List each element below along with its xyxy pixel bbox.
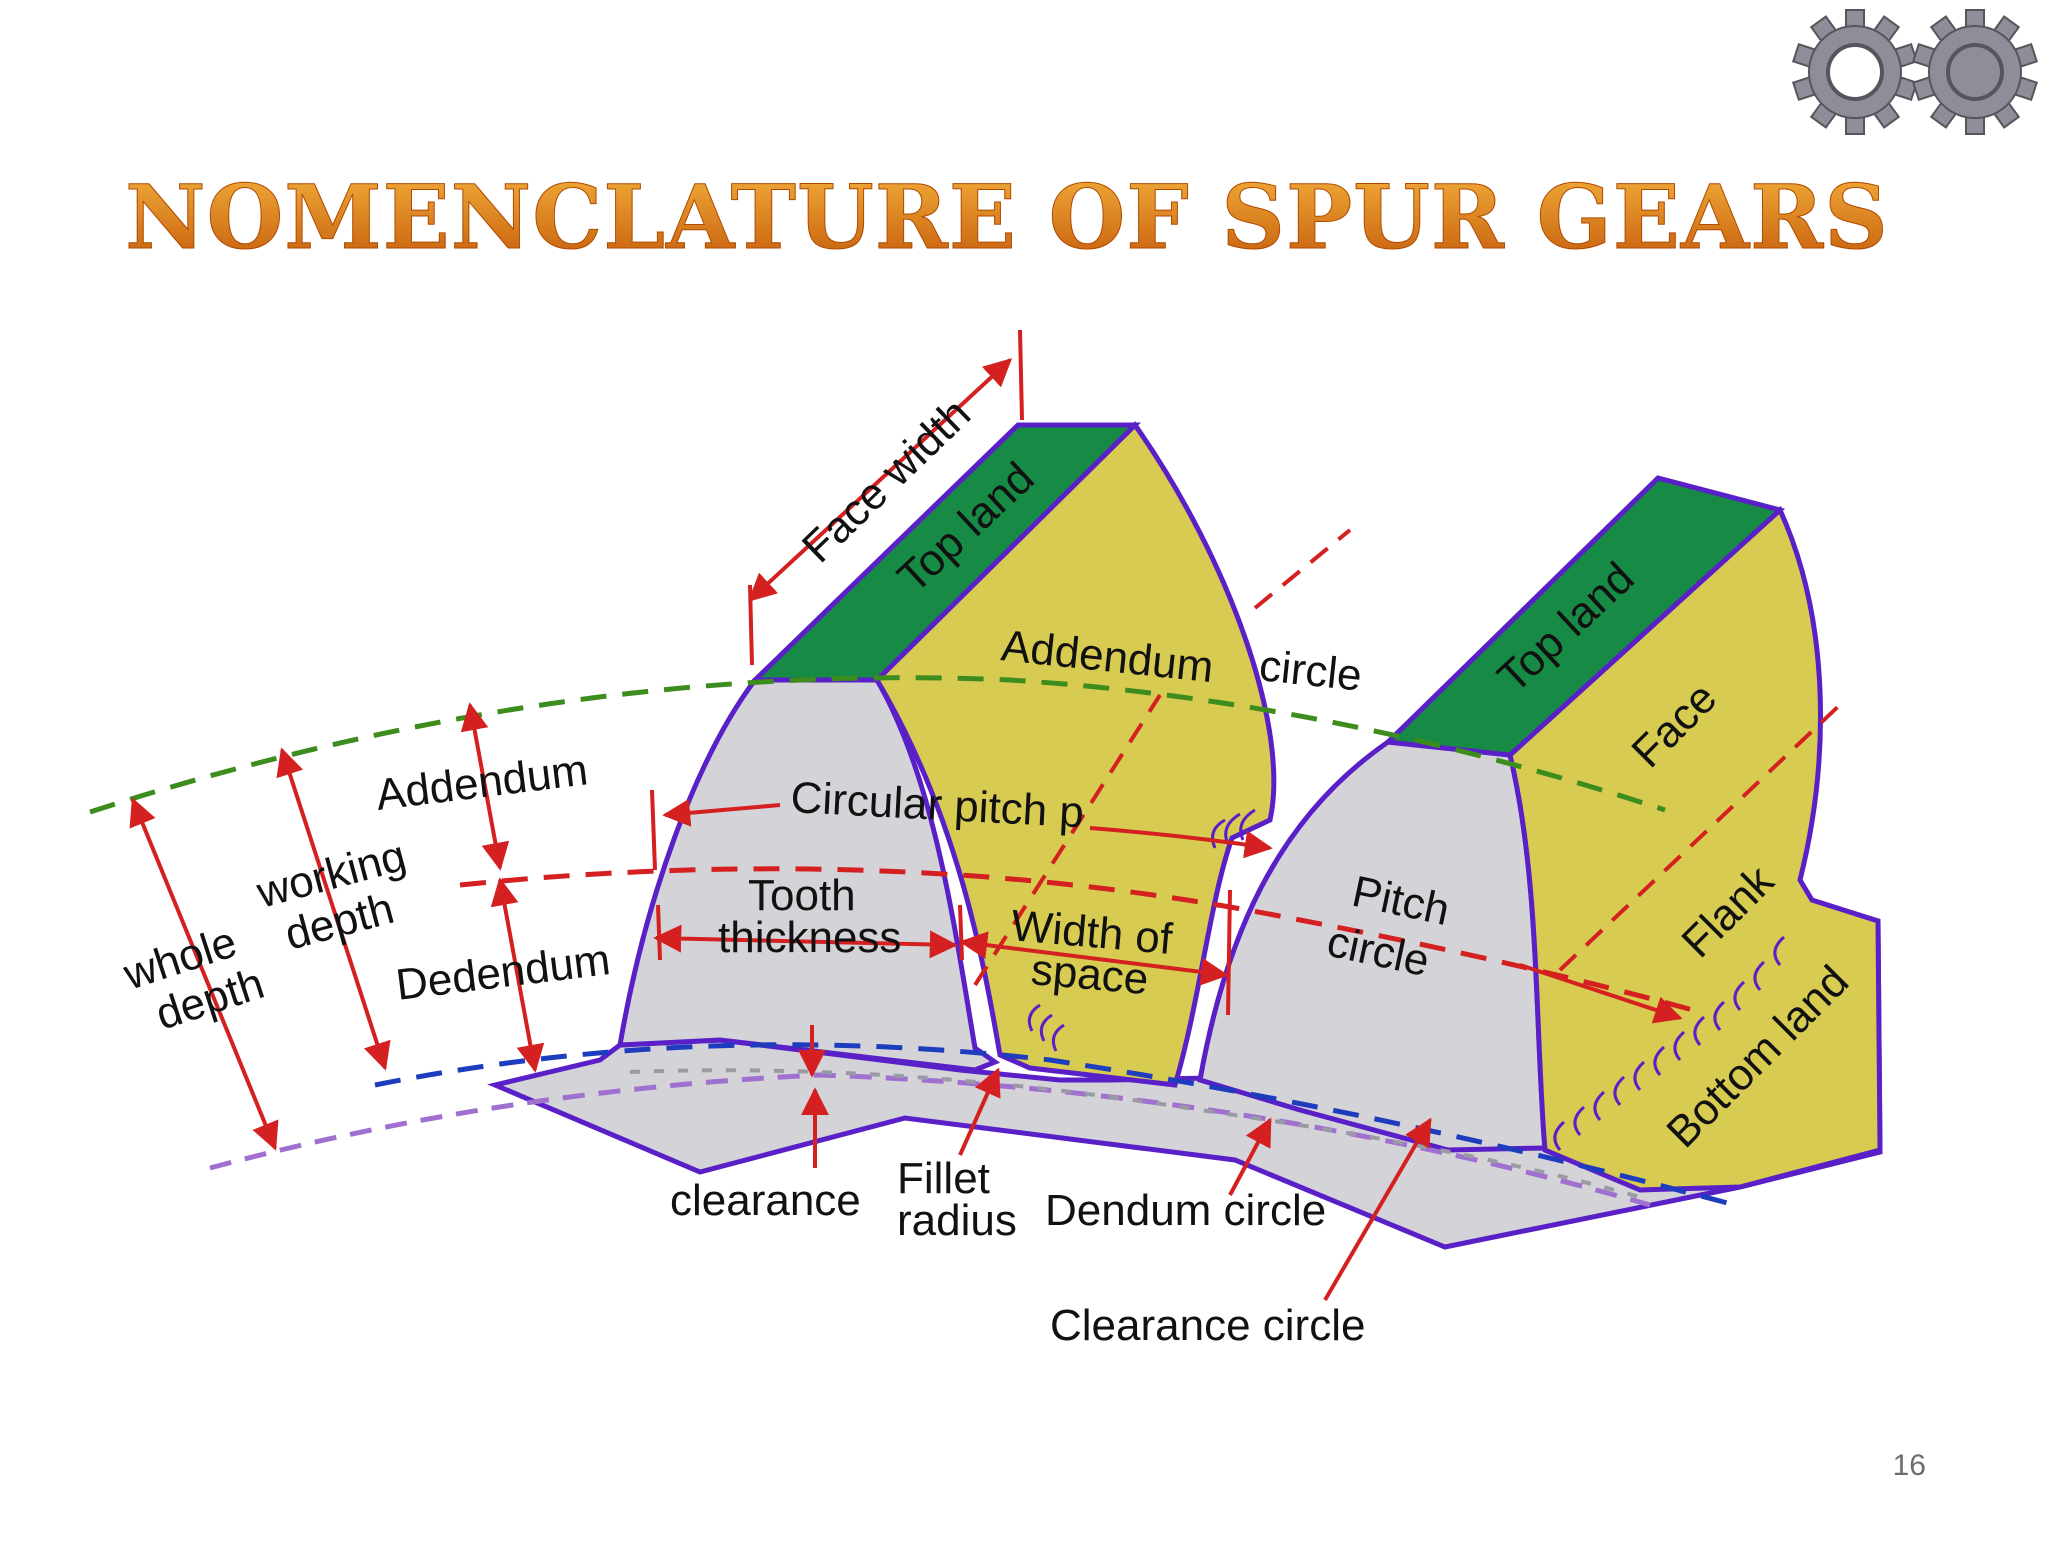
helper-line xyxy=(1253,528,1352,610)
clearance-circle xyxy=(209,1072,1651,1208)
page-number: 16 xyxy=(1893,1449,1926,1482)
label-dedendum: Dedendum xyxy=(393,935,613,1010)
addendum-circle xyxy=(89,675,1666,815)
gear-icon xyxy=(1791,9,1919,135)
label-width-of-space-b: space xyxy=(1029,945,1150,1004)
tooth-left-flank xyxy=(617,677,1001,1073)
fillet-radius-arrow xyxy=(958,1067,1001,1156)
fillet-marks xyxy=(1027,808,1786,1151)
circular-pitch-arrow xyxy=(662,798,781,827)
label-fillet-radius-a: Fillet xyxy=(897,1154,990,1203)
width-of-space-arrow xyxy=(959,931,1229,986)
dedendum-arrow xyxy=(490,877,545,1073)
label-clearance: clearance xyxy=(670,1176,861,1225)
tick xyxy=(958,904,964,961)
label-addendum-circle-b: circle xyxy=(1257,641,1364,700)
label-fillet-radius-b: radius xyxy=(897,1196,1017,1245)
gear-icon xyxy=(1911,9,2039,135)
label-tooth-thickness-b: thickness xyxy=(718,913,901,962)
helper-line xyxy=(1558,698,1847,972)
dendum-circle-arrow xyxy=(1228,1117,1272,1196)
tooth-right-face xyxy=(1507,505,1883,1193)
label-addendum: Addendum xyxy=(373,745,590,820)
label-tooth-thickness-a: Tooth xyxy=(748,871,856,920)
tick xyxy=(1226,889,1232,1016)
tooth-thickness-arrow xyxy=(653,924,958,959)
page-title: NOMENCLATURE OF SPUR GEARS xyxy=(125,165,1889,269)
dimension-arrows xyxy=(129,329,1683,1302)
face-width-line xyxy=(747,358,1013,602)
tick xyxy=(1018,329,1024,421)
label-clearance-circle: Clearance circle xyxy=(1050,1301,1365,1350)
tick xyxy=(748,584,754,666)
addendum-arrow xyxy=(460,702,510,871)
dedendum-circle xyxy=(374,1042,1736,1208)
tick xyxy=(656,904,662,961)
label-dendum-circle: Dendum circle xyxy=(1045,1186,1326,1235)
clearance-circle-arrow xyxy=(1323,1117,1432,1302)
circular-pitch-arrow xyxy=(1089,826,1273,859)
working-depth-arrow xyxy=(276,747,391,1071)
tick xyxy=(650,789,657,871)
flank-arrow xyxy=(1519,963,1683,1024)
whole-depth-arrow xyxy=(129,797,279,1151)
